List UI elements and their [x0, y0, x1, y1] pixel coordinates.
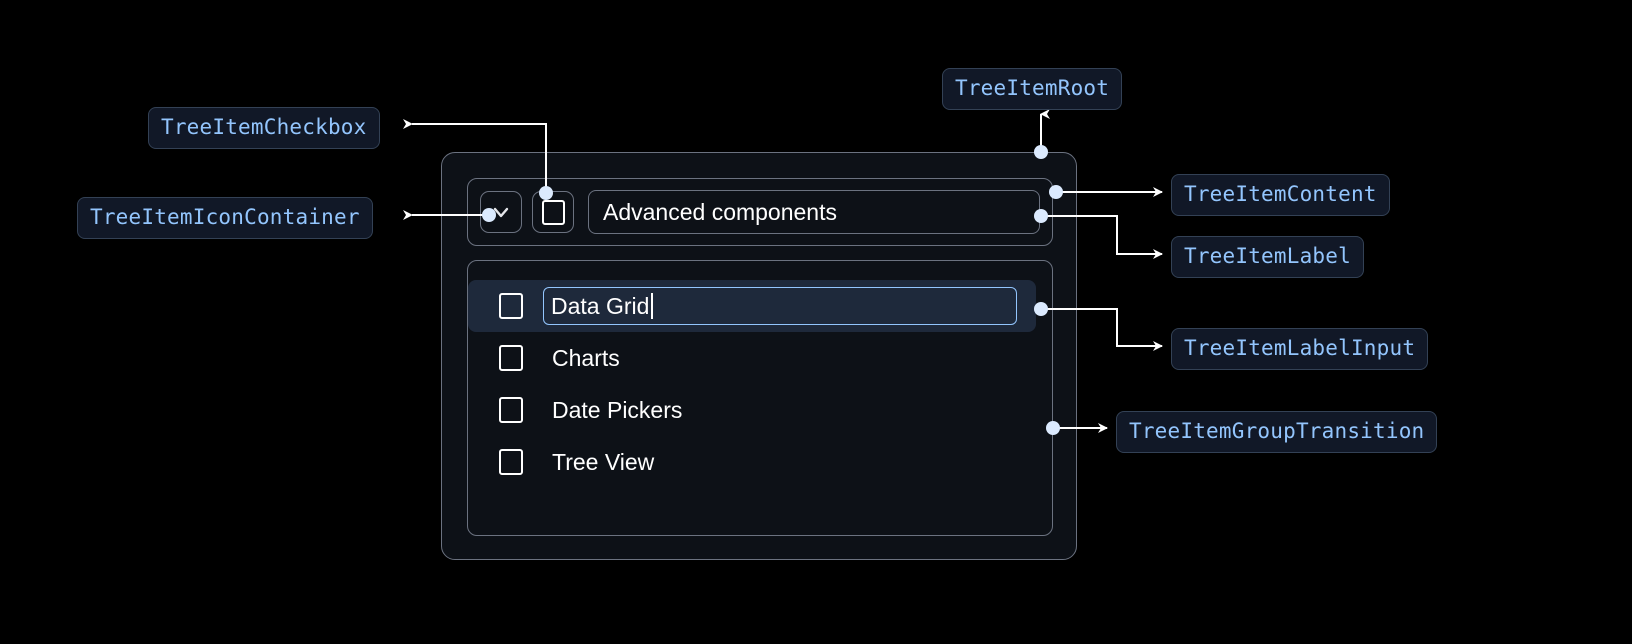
annotation-tree-item-label: TreeItemLabel — [1171, 236, 1364, 278]
tree-item-label-text: Charts — [552, 344, 620, 371]
tree-item-root[interactable]: Advanced components Data Grid Charts Dat… — [441, 152, 1077, 560]
checkbox-unchecked-icon[interactable] — [499, 449, 523, 475]
annotation-tree-item-checkbox: TreeItemCheckbox — [148, 107, 380, 149]
tree-item-label-text: Advanced components — [603, 198, 837, 225]
checkbox-unchecked-icon[interactable] — [499, 397, 523, 423]
tree-row-charts[interactable]: Charts — [468, 332, 1052, 384]
checkbox-unchecked-icon[interactable] — [499, 293, 523, 319]
checkbox-unchecked-icon — [541, 199, 565, 225]
tree-item-label[interactable]: Advanced components — [588, 190, 1040, 234]
tree-item-content[interactable]: Advanced components — [467, 178, 1053, 246]
chevron-down-icon — [489, 200, 513, 224]
tree-row-tree-view[interactable]: Tree View — [468, 436, 1052, 488]
annotation-tree-item-content: TreeItemContent — [1171, 174, 1390, 216]
annotation-tree-item-label-input: TreeItemLabelInput — [1171, 328, 1429, 370]
tree-item-checkbox[interactable] — [532, 191, 574, 233]
tree-item-label-text: Tree View — [552, 448, 655, 475]
annotation-tree-item-root: TreeItemRoot — [942, 68, 1123, 110]
tree-row-date-pickers[interactable]: Date Pickers — [468, 384, 1052, 436]
tree-item-label-text: Date Pickers — [552, 396, 683, 423]
tree-item-group-transition: Data Grid Charts Date Pickers Tree View — [467, 260, 1053, 536]
annotation-tree-item-icon-container: TreeItemIconContainer — [77, 197, 373, 239]
text-caret — [651, 293, 653, 319]
label-input-value: Data Grid — [551, 292, 650, 319]
tree-item-label-input[interactable]: Data Grid — [543, 287, 1017, 325]
annotation-tree-item-group-transition: TreeItemGroupTransition — [1116, 411, 1438, 453]
tree-item-icon-container[interactable] — [480, 191, 522, 233]
checkbox-unchecked-icon[interactable] — [499, 345, 523, 371]
tree-row-data-grid[interactable]: Data Grid — [468, 280, 1036, 332]
